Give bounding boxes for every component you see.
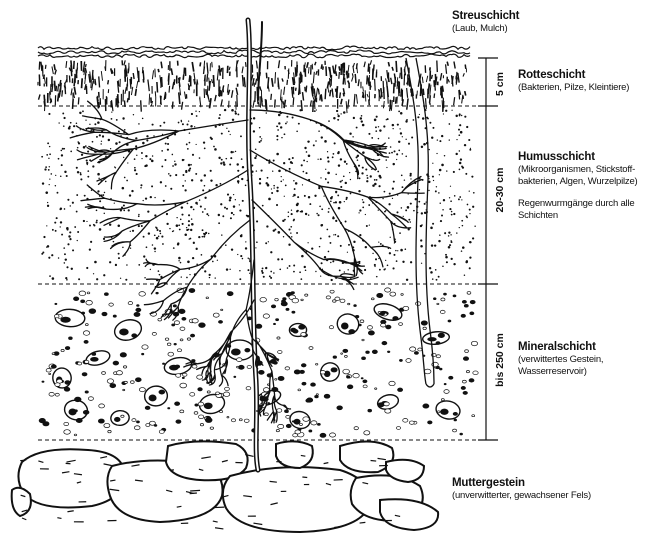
dimension-rotting: 5 cm <box>494 72 506 96</box>
humus-layer <box>41 109 476 281</box>
rotting-layer <box>38 60 466 113</box>
layer-name: Humusschicht <box>518 150 653 164</box>
label-mineral-layer: Mineralschicht (verwittertes Gestein, Wa… <box>518 340 653 378</box>
layer-name: Rotteschicht <box>518 68 653 82</box>
bedrock-layer <box>12 441 438 532</box>
earthworm-note: Regenwurmgänge durch alle Schichten <box>518 198 653 222</box>
label-humus-layer: Humusschicht (Mikroorganismen, Stickstof… <box>518 150 653 222</box>
layer-name: Streuschicht <box>452 9 652 23</box>
label-mulch-layer: Streuschicht (Laub, Mulch) <box>452 9 652 35</box>
label-bedrock-layer: Muttergestein (unverwitterter, gewachsen… <box>452 476 652 502</box>
layer-description: (verwittertes Gestein, Wasserreservoir) <box>518 354 653 378</box>
dimension-humus: 20-30 cm <box>494 168 506 213</box>
mulch-layer <box>38 46 470 58</box>
layer-description: (Mikroorganismen, Stickstoff- bakterien,… <box>518 164 653 188</box>
layer-name: Mineralschicht <box>518 340 653 354</box>
layer-description: (unverwitterter, gewachsener Fels) <box>452 490 652 502</box>
layer-description: (Laub, Mulch) <box>452 23 652 35</box>
plant-root-system <box>70 20 424 470</box>
dimension-mineral: bis 250 cm <box>494 333 506 387</box>
layer-description: (Bakterien, Pilze, Kleintiere) <box>518 82 653 94</box>
label-rotting-layer: Rotteschicht (Bakterien, Pilze, Kleintie… <box>518 68 653 94</box>
layer-name: Muttergestein <box>452 476 652 490</box>
